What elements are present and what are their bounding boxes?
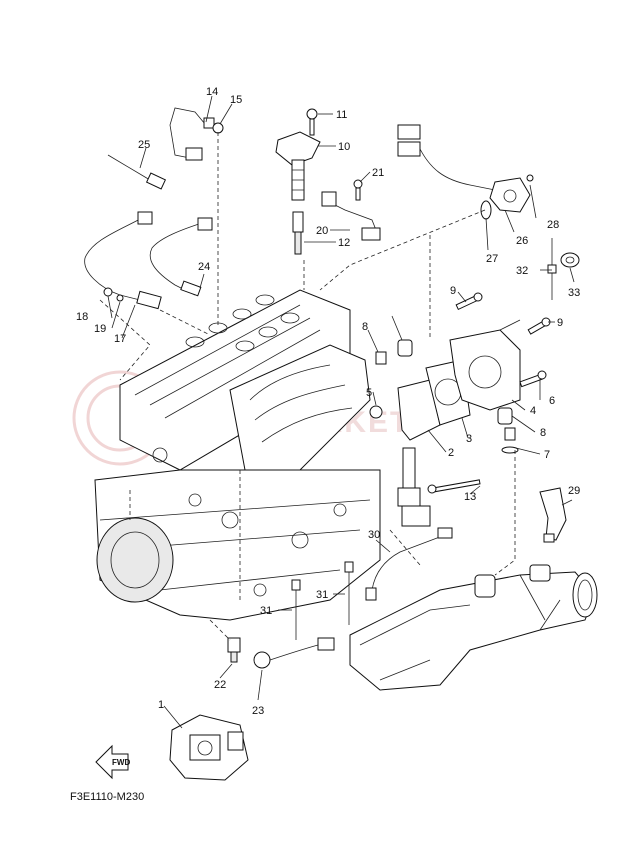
- callout-17: 18: [76, 311, 88, 323]
- callout-3: 3: [466, 433, 472, 445]
- part-24-sensor: [107, 154, 167, 190]
- fwd-label: FWD: [112, 758, 130, 767]
- callout-7-top: 8: [362, 321, 368, 333]
- callout-14: 14: [206, 86, 218, 98]
- callout-10: 10: [338, 141, 350, 153]
- callout-28: 29: [568, 485, 580, 497]
- callout-6: 6: [549, 395, 555, 407]
- callout-16: 17: [114, 333, 126, 345]
- part-22-knock-sensor: [253, 637, 335, 669]
- part-1-actuator: [169, 714, 249, 781]
- callout-18: 19: [94, 323, 106, 335]
- callout-5: 5: [366, 387, 372, 399]
- part-4-throttle-body: [449, 319, 521, 411]
- callout-2: 2: [448, 447, 454, 459]
- callout-12: 12: [338, 237, 350, 249]
- callout-21: 22: [214, 679, 226, 691]
- part-13-stud: [427, 479, 481, 494]
- part-33-grommet: [560, 252, 580, 268]
- callout-33: 33: [568, 287, 580, 299]
- part-16-sensor-harness: [84, 211, 213, 310]
- callout-15: 15: [230, 94, 242, 106]
- callout-1: 1: [158, 699, 164, 711]
- intake-pipe: [349, 564, 598, 691]
- part-31-cable-tie: [291, 579, 301, 640]
- diagram-code: F3E1110-M230: [70, 791, 144, 803]
- callout-8-top: 9: [450, 285, 456, 297]
- callout-8: 9: [557, 317, 563, 329]
- reference-lines: [99, 132, 516, 641]
- part-25-throttle-sensor: [397, 124, 534, 220]
- callout-26: 27: [486, 253, 498, 265]
- callout-31: 31: [260, 605, 272, 617]
- callout-13: 13: [464, 491, 476, 503]
- part-11-bolt: [306, 108, 318, 136]
- part-14-sensor: [169, 107, 224, 161]
- callout-4: 4: [530, 405, 536, 417]
- leader-lines: [107, 95, 575, 729]
- callout-23: 24: [198, 261, 210, 273]
- fwd-arrow: FWD: [95, 744, 130, 780]
- part-6-bolt: [519, 370, 547, 388]
- callout-22: 23: [252, 705, 264, 717]
- part-19-sensor: [321, 179, 381, 241]
- callout-9: 8: [540, 427, 546, 439]
- callout-29: 30: [368, 529, 380, 541]
- part-21-sensor: [227, 637, 241, 663]
- callout-24: 25: [138, 139, 150, 151]
- callout-25: 26: [516, 235, 528, 247]
- engine-block: [94, 289, 381, 621]
- callout-7: 7: [544, 449, 550, 461]
- part-32-clip: [547, 238, 557, 300]
- callout-labels: 14 15 25 11 10 21 20 12 28 26 27 32 33 2…: [76, 86, 580, 717]
- part-28-clamp: [539, 487, 567, 543]
- callout-30: 31: [316, 589, 328, 601]
- part-8-bolt: [455, 292, 551, 335]
- callout-11: 11: [336, 109, 347, 121]
- part-29-sensor: [365, 527, 453, 601]
- part-10-ignition-coil: [275, 131, 321, 201]
- callout-27: 28: [547, 219, 559, 231]
- callout-20: 21: [372, 167, 384, 179]
- part-7-collar: [375, 351, 519, 454]
- part-12-spark-plug: [292, 211, 304, 255]
- part-9-grommet: [397, 339, 513, 425]
- connector-harness: [397, 447, 431, 527]
- part-5-nut: [369, 405, 383, 419]
- part-2-spacer: [397, 359, 471, 441]
- callout-32: 32: [516, 265, 528, 277]
- callout-19: 20: [316, 225, 328, 237]
- part-30-cable-tie: [344, 561, 354, 625]
